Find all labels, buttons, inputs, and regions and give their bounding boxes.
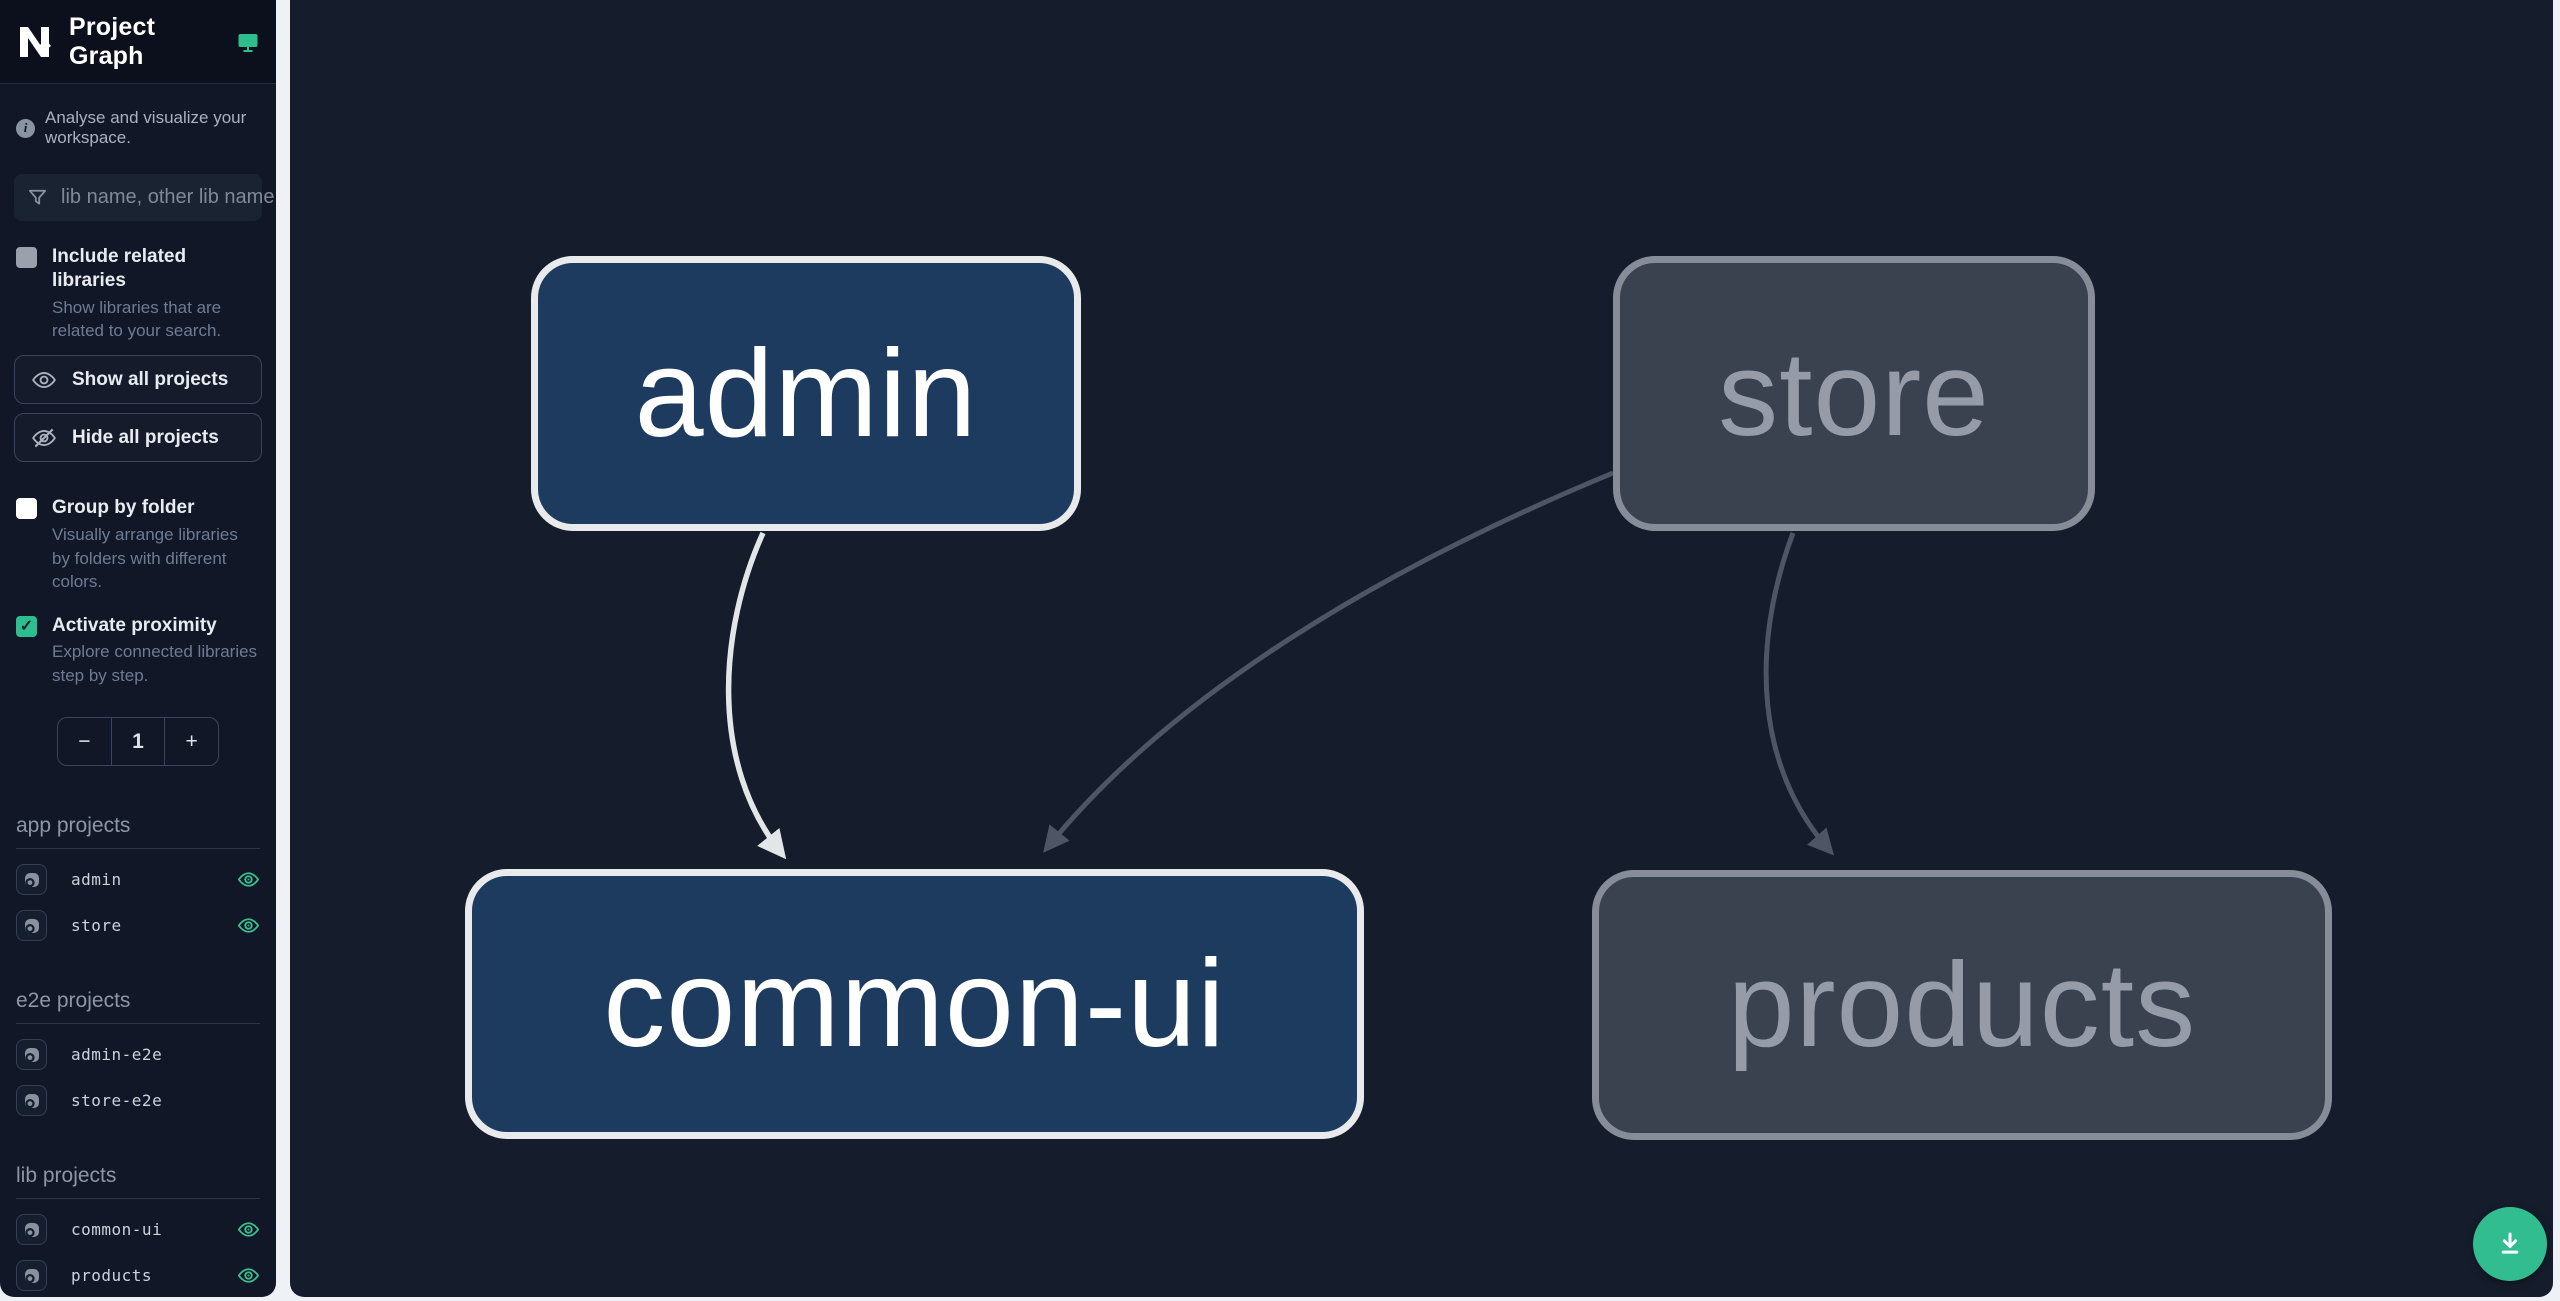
focus-project-button[interactable]	[16, 910, 47, 942]
project-name: store	[71, 916, 122, 936]
filter-box	[14, 174, 276, 221]
project-name: common-ui	[71, 1220, 163, 1240]
project-sections: app projects admin store e2e projects ad…	[0, 766, 276, 1292]
funnel-icon	[26, 186, 49, 209]
group-by-folder-label: Group by folder	[52, 497, 195, 519]
section-title: app projects	[16, 814, 260, 850]
project-name: admin	[71, 870, 122, 890]
hide-all-projects-button[interactable]: Hide all projects	[14, 413, 262, 463]
edge-store-to-products[interactable]	[1763, 532, 1835, 856]
project-row-admin-e2e: admin-e2e	[16, 1039, 260, 1071]
activate-proximity-checkbox[interactable]: ✓	[16, 615, 37, 637]
toggle-visibility-eye-icon[interactable]	[237, 1264, 260, 1287]
graph-node-store[interactable]: store	[1613, 256, 2095, 531]
group-by-folder-checkbox[interactable]	[16, 498, 37, 520]
include-related-checkbox[interactable]	[16, 247, 37, 268]
hide-all-projects-label: Hide all projects	[72, 426, 219, 448]
project-row-store-e2e: store-e2e	[16, 1085, 260, 1117]
toggle-visibility-eye-icon[interactable]	[237, 914, 260, 937]
nx-logo	[16, 22, 56, 62]
group-by-folder-description: Visually arrange libraries by folders wi…	[52, 525, 238, 592]
project-section-app: app projects admin store	[0, 814, 276, 942]
info-icon: i	[16, 118, 35, 138]
focus-project-button[interactable]	[16, 864, 47, 896]
sidebar: Project Graph i Analyse and visualize yo…	[0, 0, 276, 1297]
section-title: e2e projects	[16, 989, 260, 1025]
graph-node-common-ui[interactable]: common-ui	[465, 869, 1364, 1139]
graph-node-products[interactable]: products	[1592, 870, 2332, 1140]
sidebar-header: Project Graph	[0, 0, 276, 84]
project-row-products: products	[16, 1260, 260, 1292]
section-title: lib projects	[16, 1164, 260, 1200]
download-icon	[2495, 1229, 2525, 1259]
project-row-common-ui: common-ui	[16, 1214, 260, 1246]
project-name: admin-e2e	[71, 1045, 163, 1065]
project-row-store: store	[16, 910, 260, 942]
project-section-e2e: e2e projects admin-e2e store-e2e	[0, 989, 276, 1117]
monitor-icon[interactable]	[236, 30, 260, 54]
workspace-tagline-text: Analyse and visualize your workspace.	[45, 108, 247, 147]
dependency-edges	[725, 470, 1835, 860]
proximity-increment-button[interactable]: +	[185, 729, 198, 753]
project-section-lib: lib projects common-ui products	[0, 1164, 276, 1292]
focus-project-button[interactable]	[16, 1260, 47, 1292]
include-related-label: Include related libraries	[52, 246, 187, 291]
workspace-tagline: i Analyse and visualize your workspace.	[0, 84, 276, 152]
focus-project-button[interactable]	[16, 1085, 47, 1117]
show-all-projects-button[interactable]: Show all projects	[14, 355, 262, 405]
activate-proximity-description: Explore connected libraries step by step…	[52, 642, 258, 685]
activate-proximity-row: ✓ Activate proximity Explore connected l…	[0, 598, 276, 692]
proximity-stepper: − 1 +	[57, 717, 219, 767]
focus-project-button[interactable]	[16, 1214, 47, 1246]
show-all-projects-label: Show all projects	[72, 368, 229, 390]
toggle-visibility-eye-icon[interactable]	[237, 868, 260, 891]
project-name: store-e2e	[71, 1091, 163, 1111]
include-related-row: Include related libraries Show libraries…	[0, 229, 276, 346]
proximity-decrement-button[interactable]: −	[78, 729, 91, 753]
filter-input[interactable]	[61, 186, 276, 209]
focus-project-button[interactable]	[16, 1039, 47, 1071]
eye-icon	[31, 367, 57, 393]
project-name: products	[71, 1266, 153, 1286]
graph-canvas[interactable]: admin store common-ui products	[290, 0, 2553, 1297]
toggle-visibility-eye-icon[interactable]	[237, 1218, 260, 1241]
project-row-admin: admin	[16, 864, 260, 896]
proximity-value: 1	[110, 718, 166, 766]
eye-off-icon	[31, 425, 57, 451]
graph-node-admin[interactable]: admin	[531, 256, 1081, 531]
page-title: Project Graph	[69, 12, 156, 70]
edge-store-to-common-ui[interactable]	[1043, 470, 1614, 853]
include-related-description: Show libraries that are related to your …	[52, 297, 222, 340]
download-graph-button[interactable]	[2473, 1207, 2547, 1281]
group-by-folder-row: Group by folder Visually arrange librari…	[0, 480, 276, 597]
activate-proximity-label: Activate proximity	[52, 614, 217, 636]
edge-admin-to-common-ui[interactable]	[725, 531, 787, 860]
